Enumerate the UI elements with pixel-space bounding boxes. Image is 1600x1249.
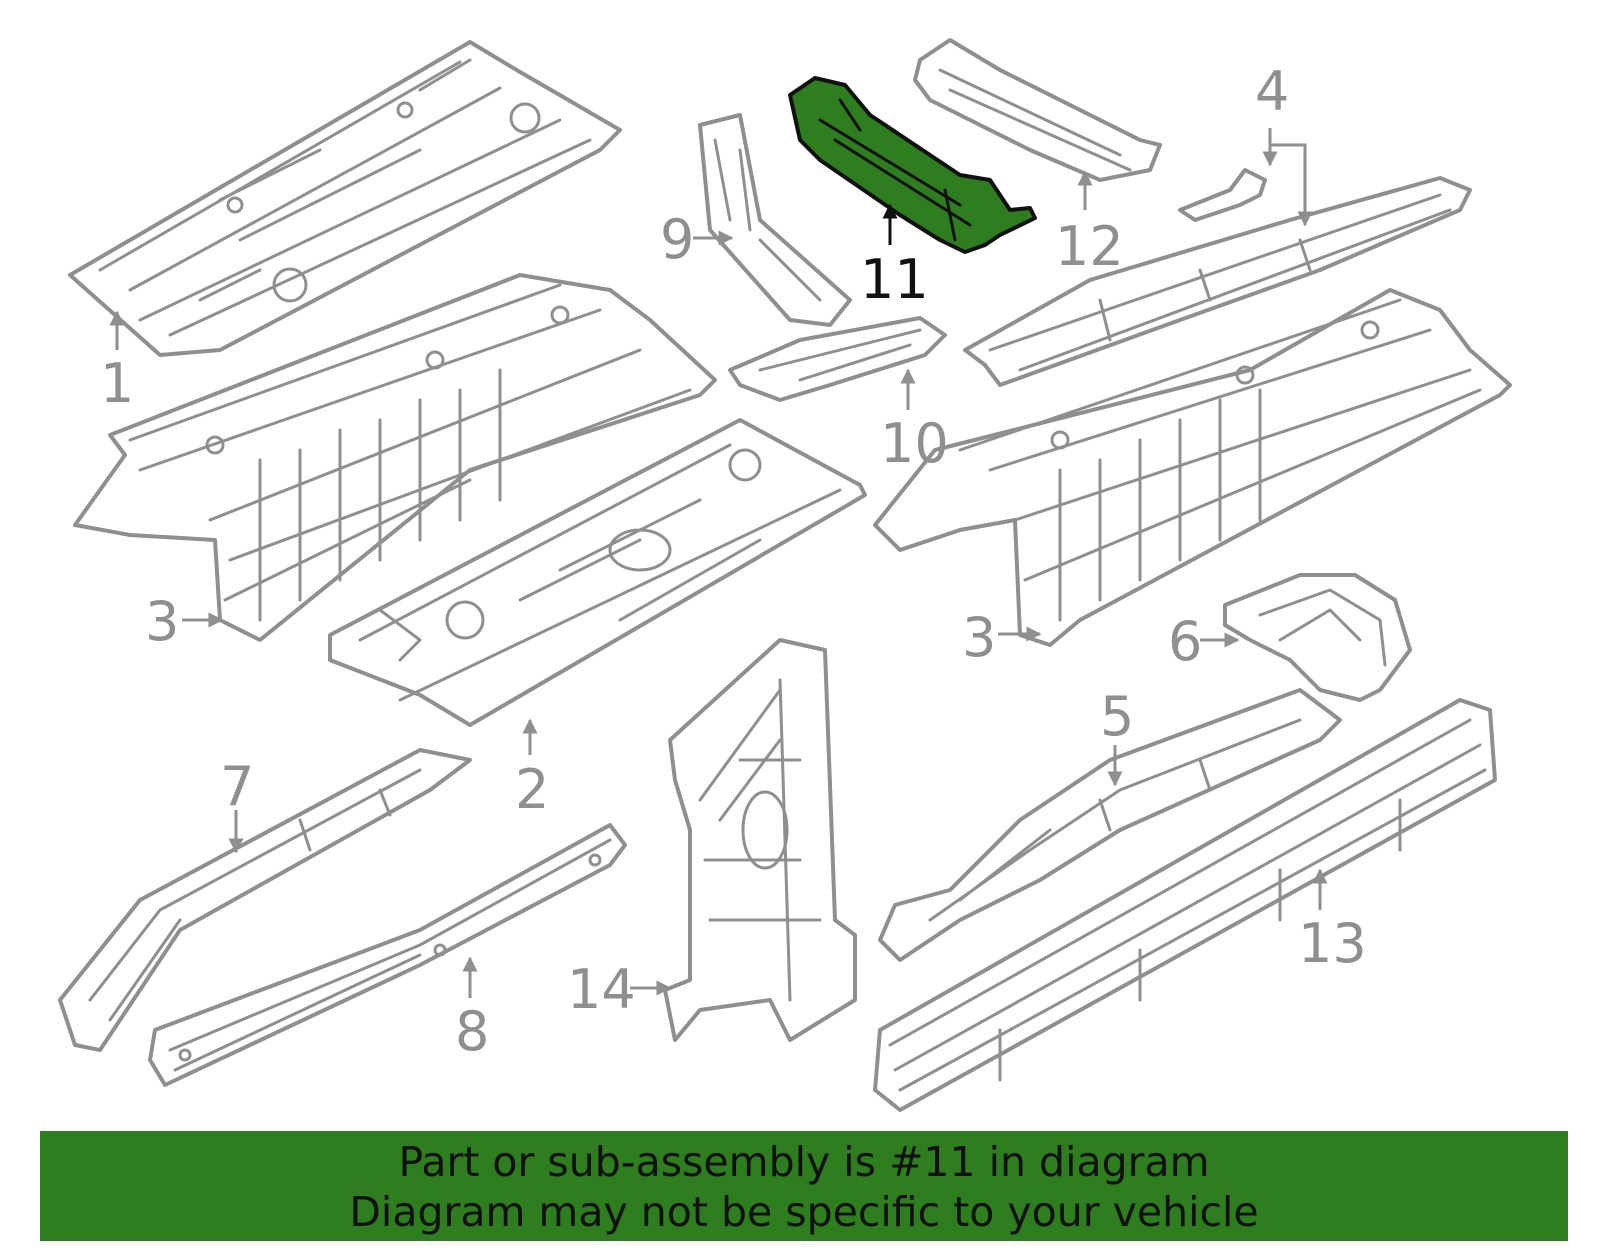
part-11-highlighted-crossmember[interactable] [788,76,1037,254]
info-banner: Part or sub-assembly is #11 in diagram D… [40,1131,1568,1241]
callout-11: 11 [860,248,929,311]
part-4-rail-and-bracket[interactable] [963,168,1472,387]
callout-12: 12 [1055,215,1124,278]
part-6-wheelhouse[interactable] [1223,573,1412,702]
callout-2: 2 [515,758,549,821]
callout-9: 9 [660,208,694,271]
callout-5: 5 [1100,685,1134,748]
callout-14: 14 [567,958,636,1021]
part-13-rocker-sill[interactable] [873,698,1497,1112]
leader-lines [109,128,1328,998]
part-12-rail[interactable] [913,38,1162,182]
part-10-crossmember[interactable] [728,316,947,402]
callout-3-right: 3 [962,606,996,669]
part-2-rear-floor[interactable] [328,418,867,727]
part-3-right-tunnel[interactable] [873,288,1512,647]
callout-13: 13 [1298,912,1367,975]
part-3-left-tunnel[interactable] [73,273,717,642]
callout-labels: 1 2 3 3 4 5 6 7 8 9 10 11 12 13 14 [100,60,1367,1063]
part-1-floor-pan[interactable] [68,40,622,357]
banner-line-1: Part or sub-assembly is #11 in diagram [398,1138,1210,1186]
part-14-b-pillar[interactable] [663,638,857,1042]
callout-4: 4 [1255,60,1289,123]
callout-6: 6 [1168,610,1202,673]
parts-diagram: 1 2 3 3 4 5 6 7 8 9 10 11 12 13 14 [58,38,1512,1112]
banner-line-2: Diagram may not be specific to your vehi… [349,1188,1259,1236]
highlighted-part-shape [788,76,1037,254]
callout-7: 7 [220,755,254,818]
part-8-sill-member[interactable] [148,823,627,1087]
part-5-side-rail[interactable] [878,688,1342,962]
callout-3-left: 3 [145,590,179,653]
callout-1: 1 [100,352,134,415]
callout-10: 10 [880,412,949,475]
callout-8: 8 [455,1000,489,1063]
